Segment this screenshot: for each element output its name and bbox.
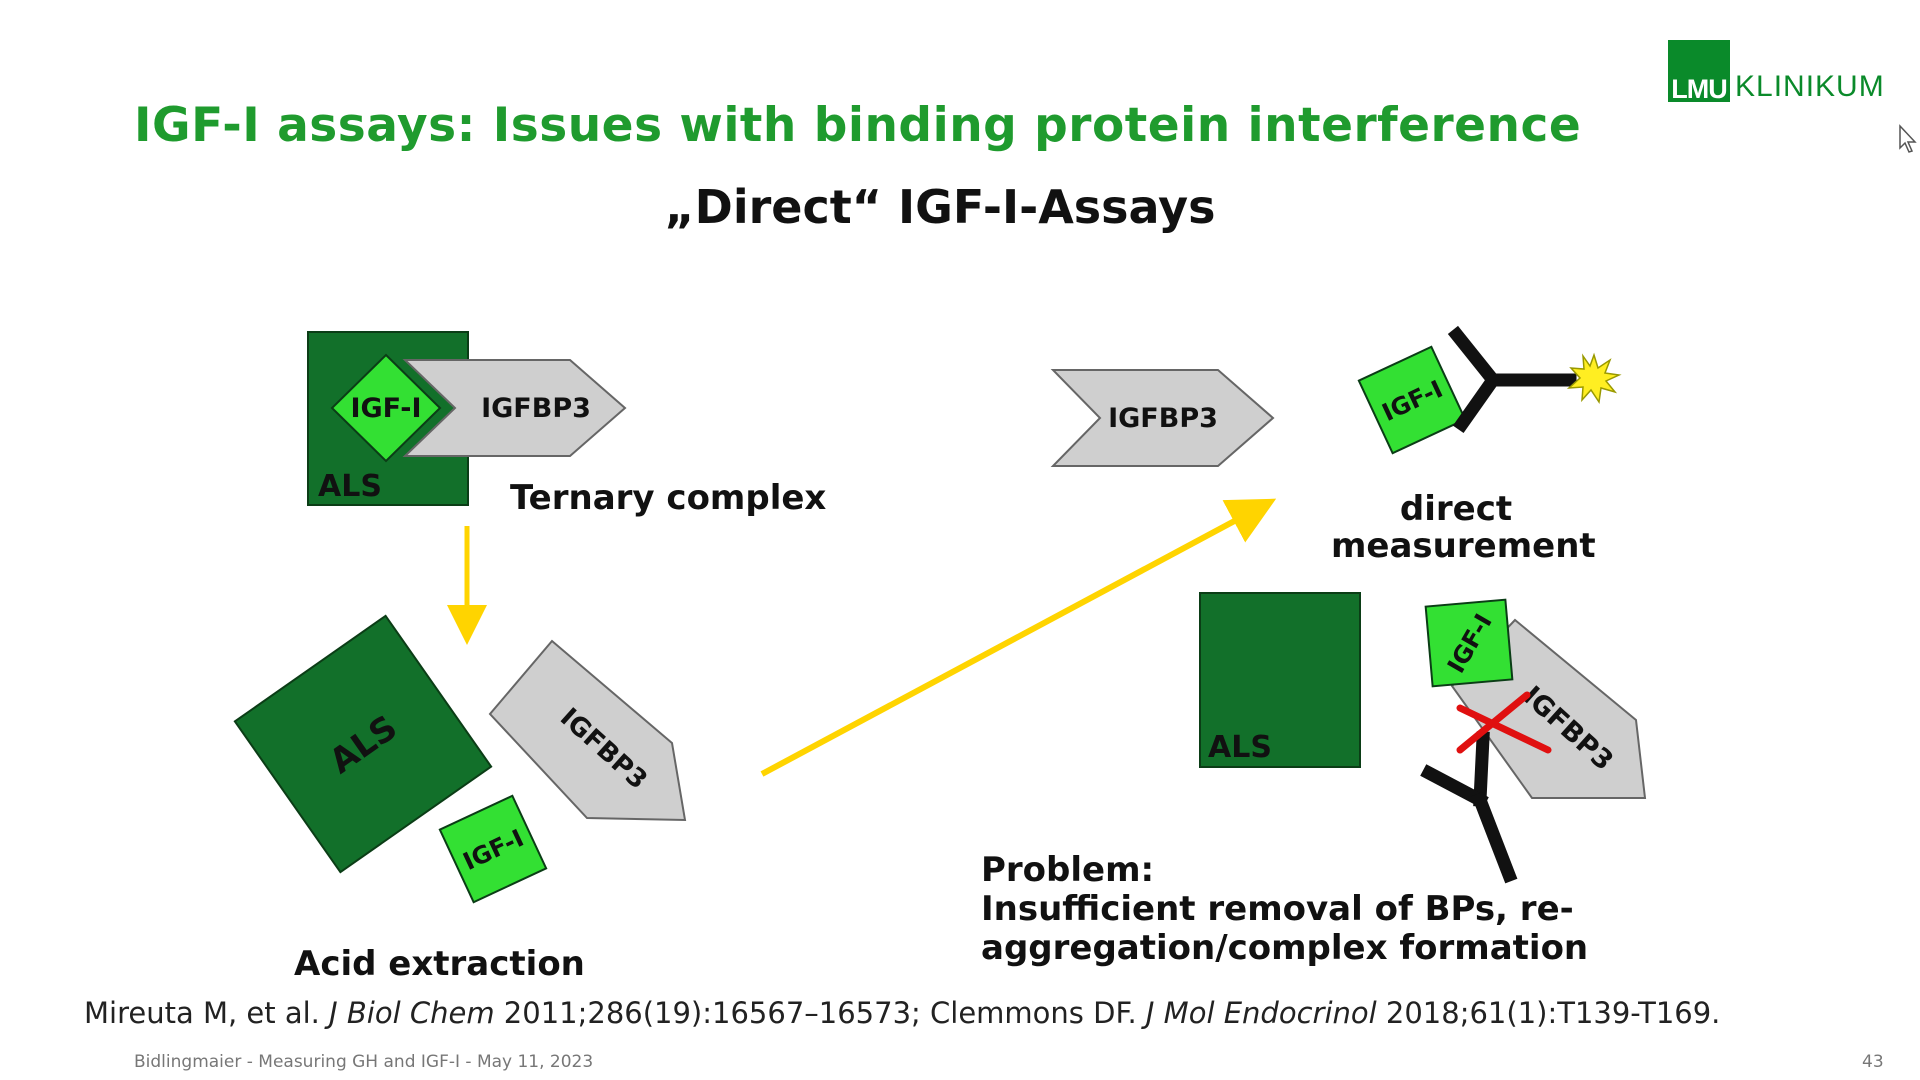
als-free	[1199, 592, 1361, 768]
diagonal-arrow	[760, 498, 1277, 777]
slide-footer: Bidlingmaier - Measuring GH and IGF-I - …	[134, 1052, 594, 1072]
igfbp3-label: IGFBP3	[481, 393, 591, 424]
ternary-complex: IGF-I IGFBP3 ALS	[307, 331, 627, 506]
igfbp3-arrow	[402, 359, 627, 457]
problem-label-line3: aggregation/complex formation	[981, 928, 1589, 968]
ref-journal2: J Mol Endocrinol	[1145, 996, 1377, 1030]
ref-part3: 2018;61(1):T139-T169.	[1376, 996, 1721, 1030]
problem-label-line1: Problem:	[981, 850, 1155, 890]
direct-label-line1: direct	[1399, 489, 1513, 529]
acid-extraction-group: ALS IGFBP3 IGF-I	[233, 614, 687, 904]
igf-free: IGF-I	[1357, 345, 1467, 455]
als-label: ALS	[318, 469, 382, 504]
lmu-logo-mark	[1668, 40, 1730, 102]
mouse-cursor-icon	[1899, 124, 1917, 153]
signal-burst-icon	[1566, 352, 1622, 405]
igfbp3-free-label: IGFBP3	[1108, 403, 1218, 434]
igf-diamond	[330, 353, 442, 463]
problem-label-line2: Insufficient removal of BPs, re-	[981, 889, 1574, 929]
ref-part2: 2011;286(19):16567–16573; Clemmons DF.	[494, 996, 1146, 1030]
direct-label-line2: measurement	[1331, 526, 1596, 566]
ref-journal1: J Biol Chem	[329, 996, 495, 1030]
als-free-label: ALS	[1208, 730, 1272, 765]
logo-mark-text: LMU	[1671, 74, 1727, 104]
slide-title: IGF-I assays: Issues with binding protei…	[134, 98, 1582, 153]
ternary-complex-label: Ternary complex	[510, 478, 827, 518]
direct-measurement-group: IGFBP3 IGF-I	[1050, 325, 1622, 467]
page-number: 43	[1862, 1052, 1884, 1072]
ref-part1: Mireuta M, et al.	[84, 996, 330, 1030]
red-cross-icon	[1456, 691, 1552, 754]
problem-group: ALS IGFBP3 IGF-I	[1199, 592, 1647, 884]
igfbp3-rotated	[488, 639, 687, 822]
antibody-icon	[1447, 325, 1577, 434]
blocked-antibody-icon	[1420, 731, 1518, 884]
slide-subtitle: „Direct“ IGF-I-Assays	[664, 180, 1216, 234]
igf-label: IGF-I	[350, 393, 421, 424]
igfbp3-free	[1050, 369, 1275, 467]
als-rotated: ALS	[233, 614, 493, 874]
acid-extraction-label: Acid extraction	[294, 944, 585, 984]
igf-bound: IGF-I	[1424, 598, 1514, 688]
logo-text: KLINIKUM	[1735, 70, 1885, 103]
reference-citation: Mireuta M, et al. J Biol Chem 2011;286(1…	[84, 996, 1720, 1030]
igf-rotated: IGF-I	[438, 794, 548, 904]
